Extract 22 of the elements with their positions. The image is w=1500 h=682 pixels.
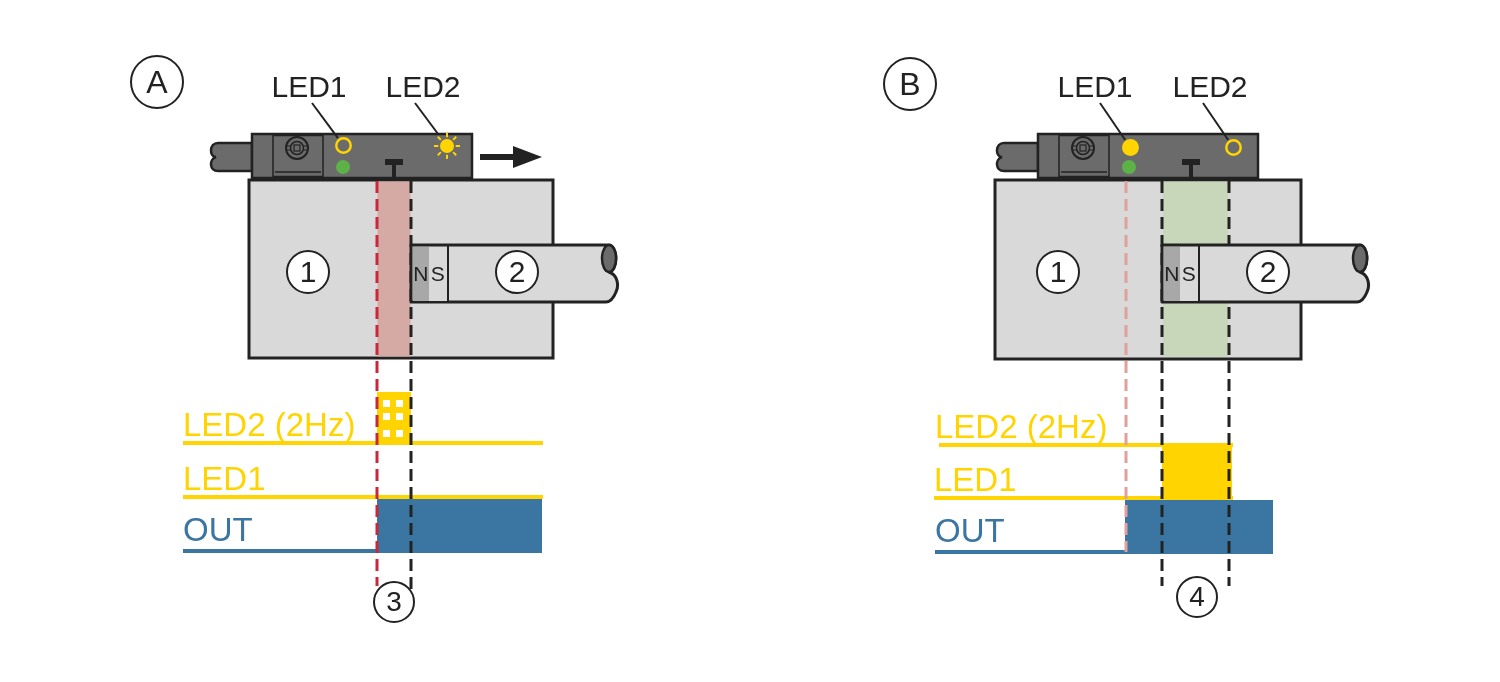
leader-line — [1099, 102, 1127, 141]
leader-line — [414, 102, 440, 136]
part-label: LED2 — [1169, 71, 1251, 103]
part-label: LED1 — [1054, 71, 1136, 103]
callout-letter: A — [130, 55, 184, 109]
part-label: LED1 — [268, 71, 350, 103]
callout-number: 3 — [373, 581, 415, 623]
led-dot-icon — [1121, 138, 1139, 156]
signal-label: OUT — [183, 513, 253, 546]
callout-letter: B — [883, 57, 937, 111]
glowing-led-icon — [433, 132, 461, 160]
signal-label: LED1 — [183, 462, 266, 495]
signal-label: LED2 (2Hz) — [183, 408, 356, 441]
leader-line — [1202, 102, 1230, 141]
signal-label: LED1 — [934, 463, 1017, 496]
leader-line — [311, 102, 339, 140]
led-ring-icon — [1224, 138, 1242, 156]
callout-number: 4 — [1176, 576, 1218, 618]
signal-label: OUT — [935, 514, 1005, 547]
led-ring-icon — [334, 136, 352, 154]
part-label: LED2 — [382, 71, 464, 103]
signal-label: LED2 (2Hz) — [935, 410, 1108, 443]
